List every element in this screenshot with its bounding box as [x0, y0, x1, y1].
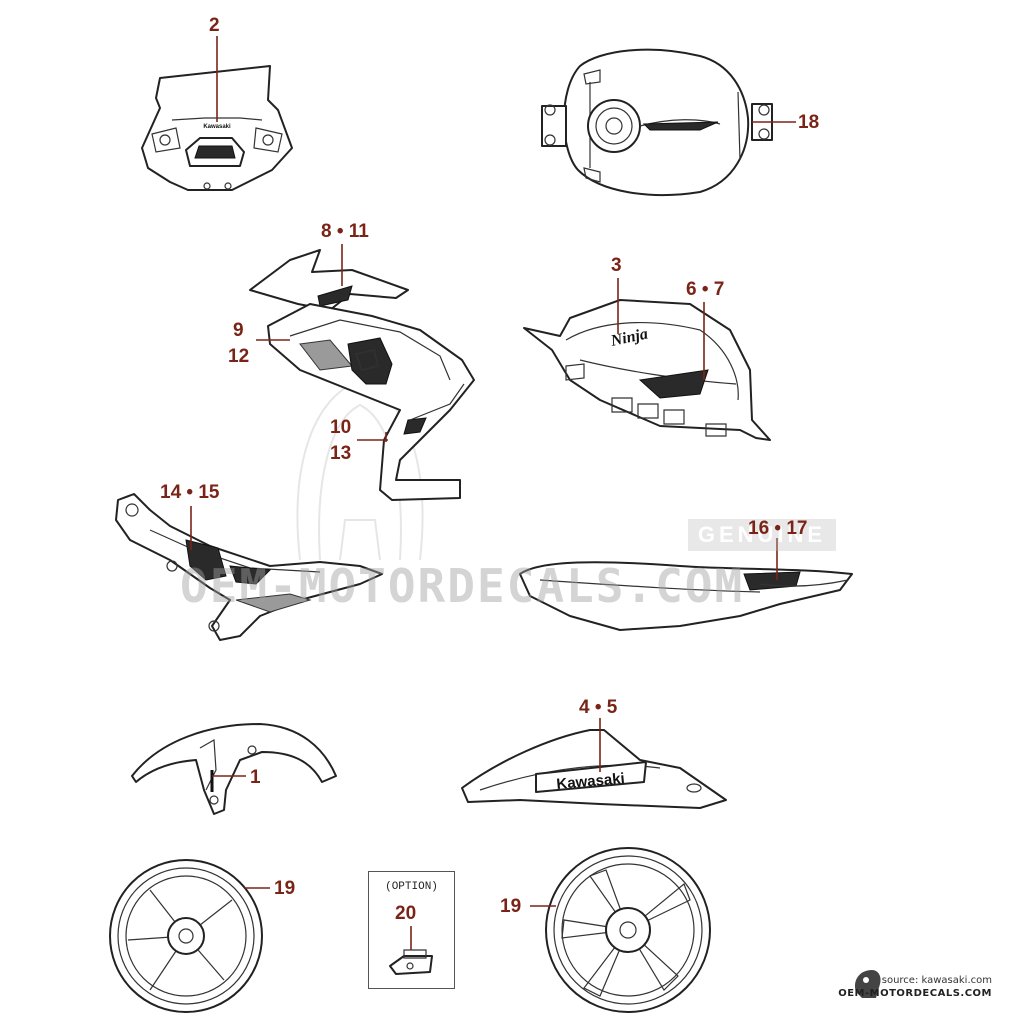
- callout-2: 2: [209, 15, 220, 36]
- callout-9: 9: [233, 320, 244, 341]
- side-fairing: [249, 249, 475, 501]
- watermark-band: OEM-MOTORDECALS.COM: [180, 559, 745, 613]
- fuel-tank: [541, 48, 773, 197]
- source-line: source: kawasaki.com: [881, 975, 992, 986]
- callout-19-right: 19: [500, 896, 522, 917]
- kawasaki-decal: Kawasaki: [556, 770, 626, 793]
- wheel-right: [545, 847, 711, 1013]
- source-credit: source: kawasaki.com OEM-MOTORDECALS.COM: [838, 975, 992, 999]
- callout-16-17: 16 • 17: [748, 518, 808, 539]
- windshield-logo: Kawasaki: [203, 124, 231, 130]
- front-fender: [131, 723, 337, 815]
- under-cowl: Kawasaki: [461, 729, 727, 809]
- callout-13: 13: [330, 443, 352, 464]
- callout-20: 20: [395, 903, 417, 924]
- callout-8-11: 8 • 11: [321, 221, 369, 242]
- callout-14-15: 14 • 15: [160, 482, 220, 503]
- callout-3: 3: [611, 255, 622, 276]
- tail-cowl: [519, 561, 853, 631]
- option-clip: [389, 949, 433, 975]
- source-site: OEM-MOTORDECALS.COM: [838, 988, 992, 999]
- callout-4-5: 4 • 5: [579, 697, 618, 718]
- windshield: Kawasaki: [141, 65, 293, 191]
- callout-18: 18: [798, 112, 820, 133]
- watermark-genuine: GENUINE: [688, 519, 836, 551]
- callout-10: 10: [330, 417, 352, 438]
- option-box: (OPTION): [368, 871, 455, 989]
- callout-1: 1: [250, 767, 261, 788]
- tail-side-cover: [115, 493, 383, 641]
- source-logo-icon: [854, 970, 881, 998]
- callout-12: 12: [228, 346, 250, 367]
- callout-6-7: 6 • 7: [686, 279, 725, 300]
- callout-19-left: 19: [274, 878, 296, 899]
- seat-cowl: Ninja: [523, 299, 771, 441]
- option-label: (OPTION): [385, 881, 438, 893]
- wheel-left: [109, 859, 263, 1013]
